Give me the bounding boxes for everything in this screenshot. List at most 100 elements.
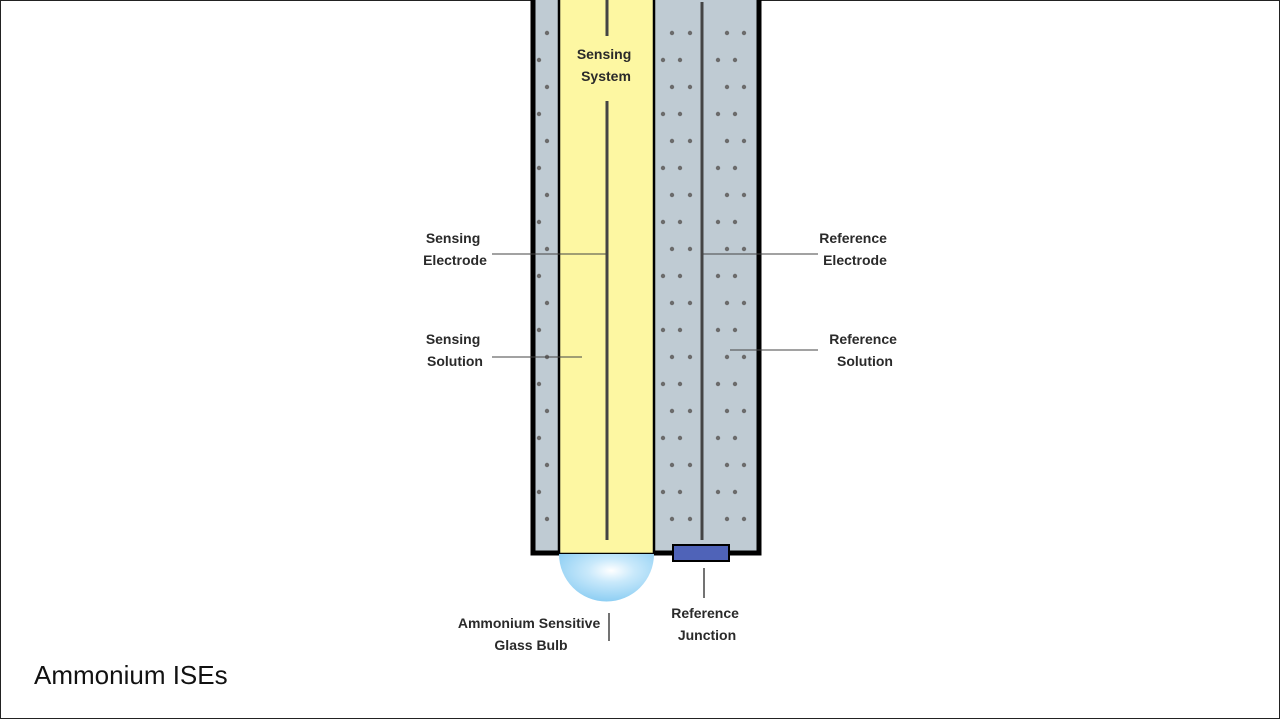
particle-dot [732, 165, 738, 171]
particle-dot [715, 435, 721, 441]
particle-dot [669, 462, 675, 468]
particle-dot [741, 462, 747, 468]
particle-dot [536, 57, 542, 63]
particle-dot [741, 516, 747, 522]
particle-dot [687, 354, 693, 360]
particle-dot [536, 111, 542, 117]
particle-dot [732, 111, 738, 117]
particle-dot [660, 165, 666, 171]
particle-dot [687, 84, 693, 90]
particle-dot [741, 408, 747, 414]
particle-dot [660, 327, 666, 333]
particle-dot [660, 57, 666, 63]
particle-dot [660, 381, 666, 387]
particle-dot [544, 30, 550, 36]
particle-dot [669, 246, 675, 252]
particle-dot [669, 192, 675, 198]
particle-dot [715, 381, 721, 387]
particle-dot [687, 300, 693, 306]
particle-dot [677, 57, 683, 63]
particle-dot [544, 300, 550, 306]
particle-dot [669, 300, 675, 306]
particle-dot [669, 30, 675, 36]
particle-dot [741, 84, 747, 90]
particle-dot [669, 138, 675, 144]
particle-dot [660, 435, 666, 441]
particle-dot [660, 111, 666, 117]
particle-dot [687, 462, 693, 468]
particle-dot [732, 489, 738, 495]
particle-dot [715, 57, 721, 63]
label-reference-junction: Reference Junction [671, 605, 743, 643]
particle-dot [687, 138, 693, 144]
glass-bulb [559, 554, 654, 602]
particle-dot [732, 273, 738, 279]
particle-dot [715, 165, 721, 171]
particle-dot [687, 516, 693, 522]
particle-dot [741, 192, 747, 198]
particle-dot [544, 138, 550, 144]
particle-dot [677, 435, 683, 441]
particle-dot [677, 165, 683, 171]
particle-dot [536, 381, 542, 387]
reference-junction [672, 544, 730, 562]
particle-dot [724, 516, 730, 522]
particle-dot [724, 30, 730, 36]
particle-dot [677, 327, 683, 333]
particle-dot [732, 219, 738, 225]
particle-dot [677, 111, 683, 117]
particle-dot [741, 30, 747, 36]
particle-dot [715, 219, 721, 225]
particle-dot [715, 273, 721, 279]
particle-dot [544, 192, 550, 198]
particle-dot [687, 30, 693, 36]
label-reference-solution: Reference Solution [829, 331, 901, 369]
particle-dot [741, 138, 747, 144]
particle-dot [677, 219, 683, 225]
particle-dot [732, 57, 738, 63]
particle-dot [536, 273, 542, 279]
particle-dot [741, 354, 747, 360]
particle-dot [687, 408, 693, 414]
reference-solution-particles [536, 30, 747, 522]
particle-dot [724, 84, 730, 90]
particle-dot [669, 408, 675, 414]
particle-dot [741, 300, 747, 306]
particle-dot [687, 192, 693, 198]
particle-dot [677, 381, 683, 387]
particle-dot [724, 246, 730, 252]
particle-dot [724, 300, 730, 306]
label-glass-bulb: Ammonium Sensitive Glass Bulb [458, 615, 604, 653]
particle-dot [677, 489, 683, 495]
particle-dot [687, 246, 693, 252]
label-sensing-system: Sensing System [577, 46, 635, 84]
particle-dot [660, 273, 666, 279]
particle-dot [715, 327, 721, 333]
particle-dot [669, 354, 675, 360]
particle-dot [715, 489, 721, 495]
label-sensing-solution: Sensing Solution [426, 331, 484, 369]
particle-dot [536, 489, 542, 495]
particle-dot [669, 516, 675, 522]
particle-dot [724, 462, 730, 468]
particle-dot [536, 435, 542, 441]
particle-dot [536, 327, 542, 333]
label-sensing-electrode: Sensing Electrode [423, 230, 487, 268]
particle-dot [732, 435, 738, 441]
particle-dot [677, 273, 683, 279]
particle-dot [544, 516, 550, 522]
particle-dot [724, 354, 730, 360]
particle-dot [536, 219, 542, 225]
particle-dot [669, 84, 675, 90]
slide-title: Ammonium ISEs [34, 660, 228, 690]
particle-dot [724, 138, 730, 144]
particle-dot [732, 327, 738, 333]
particle-dot [732, 381, 738, 387]
label-reference-electrode: Reference Electrode [819, 230, 891, 268]
particle-dot [660, 489, 666, 495]
particle-dot [544, 462, 550, 468]
particle-dot [724, 192, 730, 198]
particle-dot [544, 246, 550, 252]
particle-dot [715, 111, 721, 117]
particle-dot [536, 165, 542, 171]
